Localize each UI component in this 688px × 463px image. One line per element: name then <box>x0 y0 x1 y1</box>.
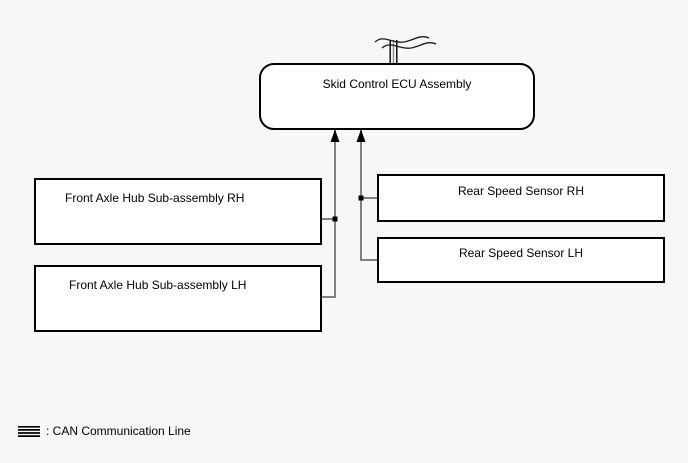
node-label: Rear Speed Sensor RH <box>457 184 585 198</box>
junction-dot-front <box>332 216 338 222</box>
arrowhead-front-branch <box>330 129 340 142</box>
node-label: Front Axle Hub Sub-assembly LH <box>69 278 247 292</box>
legend-text: : CAN Communication Line <box>46 424 191 438</box>
wire-front-branch <box>320 130 336 298</box>
can-bus-stub-icon <box>374 36 437 64</box>
node-rear-speed-sensor-lh: Rear Speed Sensor LH <box>377 237 665 283</box>
node-label: Rear Speed Sensor LH <box>458 246 584 260</box>
arrowhead-rear-branch <box>356 129 366 142</box>
can-line-symbol-icon <box>18 425 40 437</box>
node-skid-control-ecu: Skid Control ECU Assembly <box>259 63 535 130</box>
node-label: Skid Control ECU Assembly <box>322 77 472 91</box>
node-front-axle-hub-rh: Front Axle Hub Sub-assembly RH <box>34 178 322 245</box>
legend: : CAN Communication Line <box>18 424 191 438</box>
node-label: Front Axle Hub Sub-assembly RH <box>65 191 245 205</box>
node-rear-speed-sensor-rh: Rear Speed Sensor RH <box>377 174 665 222</box>
node-front-axle-hub-lh: Front Axle Hub Sub-assembly LH <box>34 265 322 332</box>
junction-dot-rear <box>358 195 364 201</box>
